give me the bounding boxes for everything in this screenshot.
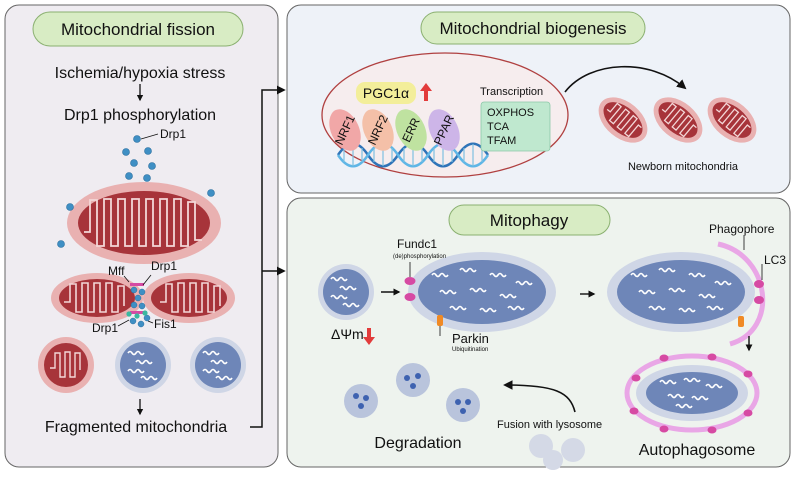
lc3-markers [754, 280, 764, 304]
drp1-label: Drp1 [160, 127, 186, 141]
fission-title: Mitochondrial fission [61, 20, 215, 39]
delta-psi-label: ΔΨm [331, 326, 364, 342]
degradation-lysosomes [344, 363, 480, 422]
biogenesis-title-pill [420, 11, 646, 45]
drp1-phosphorylation-label: Drp1 phosphorylation [64, 107, 216, 124]
stress-label: Ischemia/hypoxia stress [55, 65, 226, 82]
transcription-box [480, 101, 551, 152]
arrow-to-newborn [564, 65, 687, 93]
autophagosome [624, 353, 760, 433]
delta-psi-down-arrow [363, 328, 375, 345]
damaged-mitochondrion-small [318, 264, 374, 320]
mff-label: Mff [108, 264, 125, 278]
factor-nrf1: NRF1 [329, 109, 361, 151]
fragment-blue-1 [115, 337, 171, 393]
drp1-dots-around [57, 189, 215, 248]
transcription-item-oxphos: OXPHOS [487, 107, 534, 119]
mitochondrion-engulfing [607, 252, 755, 332]
connector-fragmented [250, 85, 286, 428]
newborn-label: Newborn mitochondria [628, 161, 739, 173]
dividing-mitochondria [51, 273, 235, 323]
drp1-dots [122, 135, 156, 182]
fusion-label: Fusion with lysosome [497, 419, 602, 431]
drp1-pointer-3 [117, 319, 130, 327]
mff-pointer [123, 275, 130, 283]
fission-title-pill [32, 11, 244, 47]
autophagosome-label: Autophagosome [639, 442, 756, 459]
autophagosome-lc3-dots [629, 353, 753, 434]
pgc1a-up-arrow [420, 83, 432, 101]
parkin-marker [437, 315, 443, 336]
transcription-label: Transcription [480, 86, 543, 98]
fission-complex [126, 283, 151, 328]
free-lysosomes [529, 434, 585, 470]
pgc1a-box [356, 82, 416, 104]
pgc1a-label: PGC1α [363, 85, 409, 101]
fundc1-sub-label: (de)phosphorylation [393, 254, 446, 260]
fundc1-receptor [404, 277, 416, 301]
drp1-pointer-2 [142, 274, 152, 286]
large-mitochondrion [67, 182, 221, 264]
factor-err: ERR [395, 109, 427, 151]
fis1-label: Fis1 [154, 317, 177, 331]
drp1-pointer [140, 133, 159, 140]
fis1-pointer [147, 320, 154, 324]
transcription-item-tfam: TFAM [487, 135, 516, 147]
degradation-label: Degradation [374, 435, 461, 452]
fundc1-label: Fundc1 [397, 237, 437, 251]
phagophore-label: Phagophore [709, 222, 775, 236]
parkin-marker-2 [738, 316, 744, 327]
mitophagy-title: Mitophagy [490, 211, 569, 230]
parkin-label: Parkin [452, 331, 489, 346]
mitophagy-title-pill [448, 204, 611, 236]
fragment-red [38, 337, 94, 393]
transcription-item-tca: TCA [487, 121, 510, 133]
parkin-sub-label: Ubiquitination [452, 347, 488, 353]
newborn-mitochondria [598, 97, 757, 143]
drp1-label-3: Drp1 [92, 321, 118, 335]
fragment-blue-2 [190, 337, 246, 393]
factor-ppar: PPAR [428, 109, 460, 151]
fragmented-label: Fragmented mitochondria [45, 419, 227, 436]
phagophore-membrane [717, 241, 766, 347]
lc3-label: LC3 [764, 253, 786, 267]
mitochondrion-receptor [408, 252, 556, 332]
arrow-fusion [503, 380, 576, 413]
factor-nrf2: NRF2 [362, 109, 394, 151]
drp1-label-2: Drp1 [151, 259, 177, 273]
biogenesis-title: Mitochondrial biogenesis [439, 19, 626, 38]
